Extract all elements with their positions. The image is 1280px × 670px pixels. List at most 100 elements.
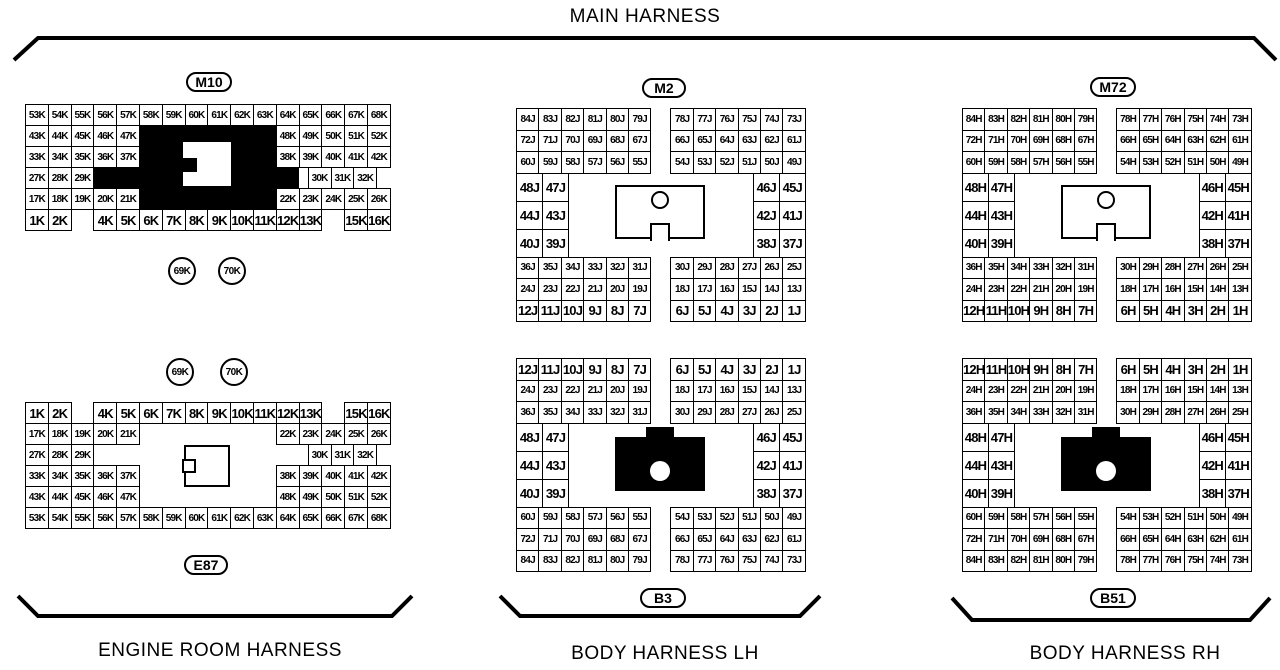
terminal-65k: 65K: [298, 104, 323, 126]
terminal-62k: 62K: [230, 104, 254, 126]
terminal-29h: 29H: [1138, 256, 1163, 279]
terminal-52j: 52J: [715, 506, 739, 529]
terminal-57h: 57H: [1029, 506, 1053, 529]
terminal-13k: 13K: [298, 209, 323, 231]
terminal-52h: 52H: [1161, 151, 1185, 174]
terminal-61h: 61H: [1228, 528, 1252, 551]
terminal-52k: 52K: [367, 125, 391, 147]
terminal-45k: 45K: [70, 486, 95, 508]
terminal-60h: 60H: [962, 506, 986, 529]
terminal-56k: 56K: [93, 104, 118, 126]
terminal-18h: 18H: [1116, 278, 1140, 301]
terminal-32k: 32K: [353, 167, 378, 189]
terminal-27k: 27K: [25, 167, 49, 189]
terminal-60k: 60K: [184, 507, 209, 529]
terminal-36k: 36K: [93, 146, 118, 168]
terminal-62j: 62J: [760, 528, 784, 551]
terminal-48h: 48H: [962, 172, 989, 202]
terminal-17j: 17J: [692, 278, 717, 301]
terminal-36k: 36K: [93, 465, 118, 487]
terminal-38h: 38H: [1198, 478, 1226, 508]
terminal-50k: 50K: [321, 125, 346, 147]
terminal-39j: 39J: [542, 478, 569, 508]
terminal-5j: 5J: [692, 358, 717, 381]
terminal-11h: 11H: [984, 358, 1008, 381]
terminal-37j: 37J: [778, 478, 806, 508]
terminal-6k: 6K: [139, 402, 163, 424]
terminal-20j: 20J: [605, 278, 629, 301]
terminal-69k-m10: 69K: [168, 257, 196, 285]
terminal-13h: 13H: [1228, 278, 1252, 301]
terminal-46h: 46H: [1198, 172, 1226, 202]
terminal-80h: 80H: [1051, 549, 1075, 572]
terminal-39h: 39H: [988, 228, 1015, 258]
terminal-34k: 34K: [47, 146, 72, 168]
terminal-83h: 83H: [984, 549, 1008, 572]
terminal-8k: 8K: [184, 209, 209, 231]
terminal-1j: 1J: [782, 299, 806, 322]
terminal-68k: 68K: [367, 507, 391, 529]
terminal-73h: 73H: [1228, 108, 1252, 131]
terminal-57j: 57J: [583, 151, 607, 174]
terminal-50h: 50H: [1206, 506, 1230, 529]
key-notch: [650, 222, 671, 241]
key-body-top: [1092, 426, 1121, 439]
terminal-79j: 79J: [628, 549, 652, 572]
terminal-21k: 21K: [116, 188, 140, 210]
terminal-66j: 66J: [670, 528, 694, 551]
terminal-16j: 16J: [715, 379, 739, 402]
terminal-32k: 32K: [353, 444, 378, 466]
engine-room-harness-title: ENGINE ROOM HARNESS: [98, 640, 342, 661]
terminal-38k: 38K: [275, 146, 300, 168]
terminal-78h: 78H: [1116, 108, 1140, 131]
terminal-83h: 83H: [984, 108, 1008, 131]
terminal-83j: 83J: [538, 108, 562, 131]
terminal-59h: 59H: [984, 151, 1008, 174]
terminal-63j: 63J: [737, 528, 761, 551]
terminal-81h: 81H: [1029, 108, 1053, 131]
terminal-22h: 22H: [1006, 278, 1031, 301]
terminal-13j: 13J: [782, 278, 806, 301]
terminal-29k: 29K: [70, 167, 95, 189]
terminal-74j: 74J: [760, 549, 784, 572]
terminal-13j: 13J: [782, 379, 806, 402]
terminal-1j: 1J: [782, 358, 806, 381]
terminal-2k: 2K: [47, 402, 72, 424]
terminal-76h: 76H: [1161, 108, 1185, 131]
terminal-56j: 56J: [605, 506, 629, 529]
terminal-62h: 62H: [1206, 528, 1230, 551]
terminal-37h: 37H: [1224, 228, 1252, 258]
terminal-21j: 21J: [583, 379, 607, 402]
terminal-4h: 4H: [1161, 299, 1185, 322]
terminal-78h: 78H: [1116, 549, 1140, 572]
terminal-36j: 36J: [516, 256, 540, 279]
terminal-84j: 84J: [516, 108, 540, 131]
terminal-70j: 70J: [560, 528, 585, 551]
terminal-32j: 32J: [605, 256, 629, 279]
terminal-31h: 31H: [1074, 256, 1098, 279]
key-hole: [651, 190, 670, 209]
terminal-70k-m10: 70K: [218, 257, 246, 285]
terminal-57h: 57H: [1029, 151, 1053, 174]
terminal-16k: 16K: [367, 209, 391, 231]
terminal-8j: 8J: [605, 299, 629, 322]
terminal-69j: 69J: [583, 528, 607, 551]
terminal-72j: 72J: [516, 129, 540, 152]
terminal-61j: 61J: [782, 129, 806, 152]
terminal-71h: 71H: [984, 528, 1008, 551]
terminal-24k: 24K: [321, 423, 346, 445]
terminal-25h: 25H: [1228, 401, 1252, 424]
terminal-28j: 28J: [715, 256, 739, 279]
terminal-26k: 26K: [367, 188, 391, 210]
terminal-14h: 14H: [1206, 278, 1230, 301]
terminal-49k: 49K: [298, 486, 323, 508]
terminal-2h: 2H: [1206, 299, 1230, 322]
terminal-47j: 47J: [542, 422, 569, 452]
terminal-35h: 35H: [984, 256, 1008, 279]
terminal-2k: 2K: [47, 209, 72, 231]
terminal-11j: 11J: [538, 358, 562, 381]
terminal-51j: 51J: [737, 506, 761, 529]
terminal-29j: 29J: [692, 256, 717, 279]
terminal-4h: 4H: [1161, 358, 1185, 381]
terminal-50h: 50H: [1206, 151, 1230, 174]
